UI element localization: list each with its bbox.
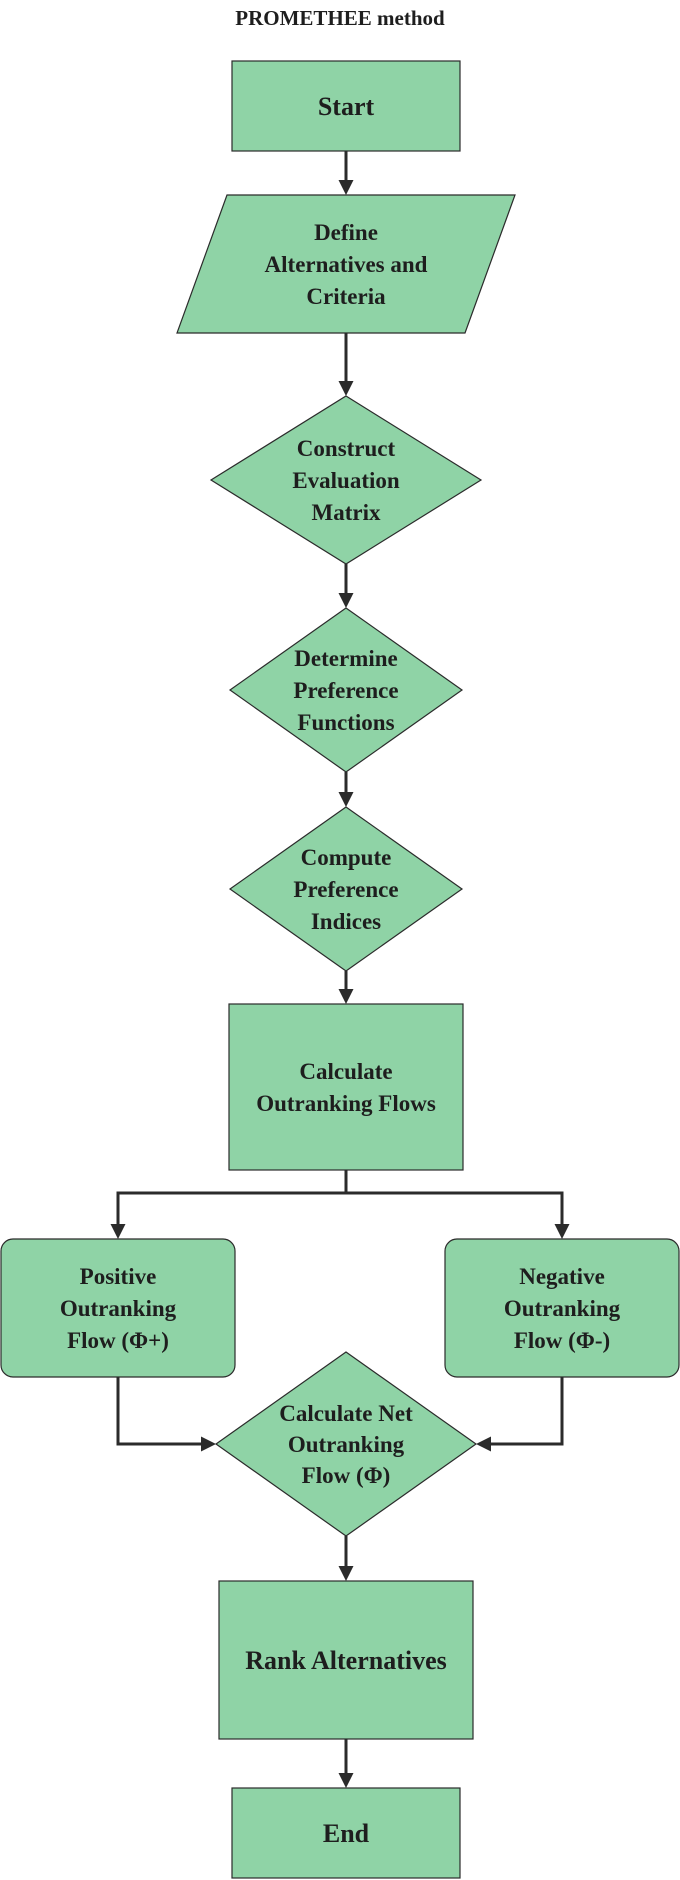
node-calculate-label-line: Outranking Flows (256, 1091, 436, 1116)
connector-calculate-positive (110, 1170, 348, 1239)
connector-net-rank (338, 1536, 354, 1581)
node-end-label-line: End (323, 1819, 370, 1848)
node-positive-label-line: Positive (80, 1264, 157, 1289)
arrowhead (110, 1224, 126, 1239)
node-positive-label-line: Flow (Φ+) (67, 1328, 169, 1353)
node-construct-label-line: Matrix (312, 500, 381, 525)
node-rank: Rank Alternatives (218, 1580, 474, 1740)
node-positive-label-line: Outranking (60, 1296, 177, 1321)
connector-calculate-negative (344, 1170, 570, 1239)
connector-positive-net (116, 1377, 216, 1452)
node-calculate-rectangle (228, 1003, 464, 1171)
node-compute-label-line: Indices (311, 909, 381, 934)
connector-negative-net (476, 1377, 564, 1452)
node-net-label-line: Flow (Φ) (302, 1463, 391, 1488)
arrowhead (338, 1566, 354, 1581)
connectors-layer (110, 151, 570, 1788)
diagram-title: PROMETHEE method (235, 6, 445, 30)
arrowhead (554, 1224, 570, 1239)
node-rank-rectangle (218, 1580, 474, 1740)
arrowhead (338, 792, 354, 807)
node-construct-label-line: Evaluation (292, 468, 400, 493)
connector-rank-end (338, 1739, 354, 1788)
node-determine-label-line: Determine (294, 646, 397, 671)
node-end-rectangle (231, 1787, 461, 1879)
connector-line (491, 1377, 564, 1446)
node-end: End (231, 1787, 461, 1879)
node-compute-label-line: Compute (301, 845, 392, 870)
node-define-label-line: Alternatives and (265, 252, 428, 277)
arrowhead (338, 593, 354, 608)
connector-line (116, 1170, 348, 1224)
node-net-label-line: Outranking (288, 1432, 405, 1457)
arrowhead (338, 1773, 354, 1788)
node-negative-label-line: Negative (519, 1264, 605, 1289)
node-define-label-line: Criteria (306, 284, 386, 309)
node-construct-label-line: Construct (297, 436, 396, 461)
connector-start-define (338, 151, 354, 195)
node-start-rectangle (231, 60, 461, 152)
node-determine-label-line: Preference (293, 678, 398, 703)
node-net-diamond (214, 1351, 478, 1537)
node-negative-rounded-rectangle (444, 1238, 680, 1378)
node-net-label-line: Calculate Net (279, 1401, 413, 1426)
connector-compute-calculate (338, 971, 354, 1004)
node-compute-diamond (228, 806, 464, 972)
node-compute-label-line: Preference (293, 877, 398, 902)
node-define-label-line: Define (314, 220, 378, 245)
node-start: Start (231, 60, 461, 152)
node-rank-label-line: Rank Alternatives (245, 1646, 447, 1675)
arrowhead (338, 989, 354, 1004)
connector-line (116, 1377, 201, 1446)
node-negative-label-line: Outranking (504, 1296, 621, 1321)
connector-determine-compute (338, 772, 354, 807)
arrowhead (201, 1436, 216, 1452)
node-determine-label-line: Functions (297, 710, 394, 735)
node-construct-diamond (209, 395, 483, 565)
node-negative-label-line: Flow (Φ-) (514, 1328, 610, 1353)
arrowhead (476, 1436, 491, 1452)
connector-define-construct (338, 333, 354, 396)
node-define-parallelogram (176, 194, 516, 334)
connector-line (344, 1170, 564, 1224)
node-determine-diamond (228, 607, 464, 773)
arrowhead (338, 180, 354, 195)
node-calculate-label-line: Calculate (299, 1059, 392, 1084)
node-positive-rounded-rectangle (0, 1238, 236, 1378)
node-start-label-line: Start (318, 92, 375, 121)
connector-construct-determine (338, 564, 354, 608)
arrowhead (338, 381, 354, 396)
